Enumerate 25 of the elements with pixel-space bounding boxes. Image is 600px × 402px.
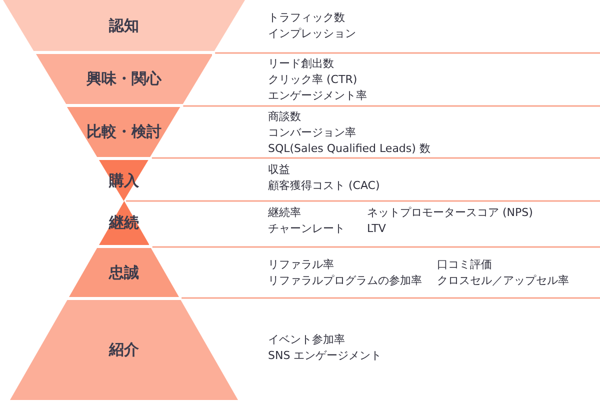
metric-text: エンゲージメント率 — [268, 89, 367, 103]
metric-text: リファラルプログラムの参加率 — [268, 274, 422, 288]
metric-text: LTV — [367, 222, 386, 236]
metric-text: トラフィック数 — [268, 11, 345, 25]
stage-label: 興味・関心 — [86, 70, 162, 88]
metric-text: クリック率 (CTR) — [268, 73, 358, 87]
metric-text: 商談数 — [268, 110, 301, 124]
metric-text: コンバージョン率 — [268, 126, 356, 140]
metric-text: イベント参加率 — [268, 333, 345, 347]
stage-label: 比較・検討 — [86, 122, 162, 142]
metric-text: ネットプロモータースコア (NPS) — [367, 206, 533, 220]
stage-label: 認知 — [109, 16, 139, 35]
metric-text: 口コミ評価 — [437, 258, 492, 272]
metric-text: 収益 — [268, 163, 290, 177]
metric-text: クロスセル／アップセル率 — [437, 274, 569, 288]
stage-label: 忠誠 — [108, 263, 139, 282]
metric-text: SNS エンゲージメント — [268, 349, 382, 363]
stage-label: 紹介 — [109, 340, 139, 360]
metric-text: SQL(Sales Qualified Leads) 数 — [268, 142, 430, 156]
metric-text: 継続率 — [268, 206, 301, 220]
metric-text: 顧客獲得コスト (CAC) — [268, 179, 380, 193]
metric-text: チャーンレート — [268, 222, 345, 236]
metric-text: リード創出数 — [268, 57, 334, 71]
metric-text: リファラル率 — [268, 258, 334, 272]
metric-text: インプレッション — [268, 27, 356, 41]
